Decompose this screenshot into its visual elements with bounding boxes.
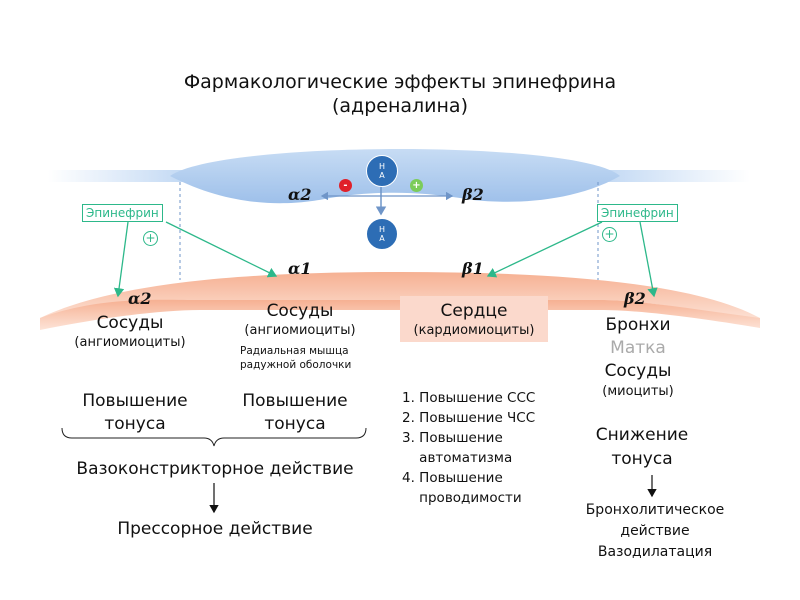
effect-vasodilation: Вазодилатация <box>597 544 713 560</box>
heart-effect-item: автоматизма <box>402 450 513 466</box>
receptor-alpha2-presynaptic: α2 <box>288 185 312 204</box>
iris-line-2: радужной оболочки <box>240 359 352 371</box>
noradrenaline-molecule-bottom: Н А <box>366 218 398 250</box>
noradrenaline-molecule-top: Н А <box>366 155 398 187</box>
target-bronchi: Бронхи <box>605 315 671 335</box>
receptor-beta1: β1 <box>462 259 484 278</box>
receptor-alpha1: α1 <box>288 259 312 278</box>
receptor-alpha2-vessels: α2 <box>128 289 152 308</box>
heart-box <box>400 296 548 342</box>
target-vessels-left: Сосуды <box>96 313 164 333</box>
nerve-fiber-right <box>580 170 750 182</box>
effect-tone-center-2: тонуса <box>264 414 326 434</box>
epinephrine-label-left: Эпинефрин <box>82 204 163 222</box>
epi-arrow-alpha2 <box>113 221 129 298</box>
effect-tone-left-1: Повышение <box>82 391 188 411</box>
receptor-beta2-bronchi: β2 <box>624 289 646 308</box>
heart-effect-item: проводимости <box>402 490 522 506</box>
heart-effect-item: 3. Повышение <box>402 430 503 446</box>
effect-action: действие <box>620 523 690 539</box>
target-vessels-center: Сосуды <box>266 301 334 321</box>
target-vessels-right: Сосуды <box>604 361 672 381</box>
nerve-fiber-left <box>48 170 208 182</box>
title-line-2: (адреналина) <box>332 95 468 117</box>
effect-tone-center-1: Повышение <box>242 391 348 411</box>
plus-icon-left: + <box>143 231 158 246</box>
epi-arrow-alpha1 <box>165 221 278 278</box>
brace <box>61 427 367 447</box>
na-letter: Н <box>378 225 385 234</box>
epi-arrow-beta1 <box>486 221 603 278</box>
plus-icon-right: + <box>602 227 617 242</box>
iris-line-1: Радиальная мышца <box>240 345 349 357</box>
heart-effect-item: 2. Повышение ЧСС <box>402 410 536 426</box>
plus-green-icon: + <box>410 179 423 192</box>
effect-tone-left-2: тонуса <box>104 414 166 434</box>
heart-effects-list: 1. Повышение ССС 2. Повышение ЧСС 3. Пов… <box>402 388 535 508</box>
heart-effect-item: 4. Повышение <box>402 470 503 486</box>
effector-cell-body <box>40 299 760 330</box>
target-heart: Сердце <box>440 301 508 321</box>
target-heart-sub: (кардиомиоциты) <box>413 323 535 338</box>
heart-effect-item: 1. Повышение ССС <box>402 390 536 406</box>
effect-tone-decrease-2: тонуса <box>611 449 673 469</box>
effect-tone-decrease-1: Снижение <box>595 425 689 445</box>
minus-icon: - <box>339 179 352 192</box>
target-vessels-left-sub: (ангиомиоциты) <box>74 335 186 350</box>
epi-arrow-beta2 <box>639 221 658 298</box>
epinephrine-label-right: Эпинефрин <box>597 204 678 222</box>
effect-bronchodilator: Бронхолитическое <box>585 502 725 518</box>
receptor-beta2-presynaptic: β2 <box>462 185 484 204</box>
na-letter: А <box>379 234 385 243</box>
title-line-1: Фармакологические эффекты эпинефрина <box>183 71 617 93</box>
target-vessels-center-sub: (ангиомиоциты) <box>244 323 356 338</box>
effect-pressor: Прессорное действие <box>117 519 313 539</box>
na-letter: Н <box>378 162 385 171</box>
target-uterus: Матка <box>610 338 666 358</box>
na-letter: А <box>379 171 385 180</box>
effect-vasoconstrictor: Вазоконстрикторное действие <box>76 459 354 479</box>
target-vessels-right-sub: (миоциты) <box>602 384 674 399</box>
